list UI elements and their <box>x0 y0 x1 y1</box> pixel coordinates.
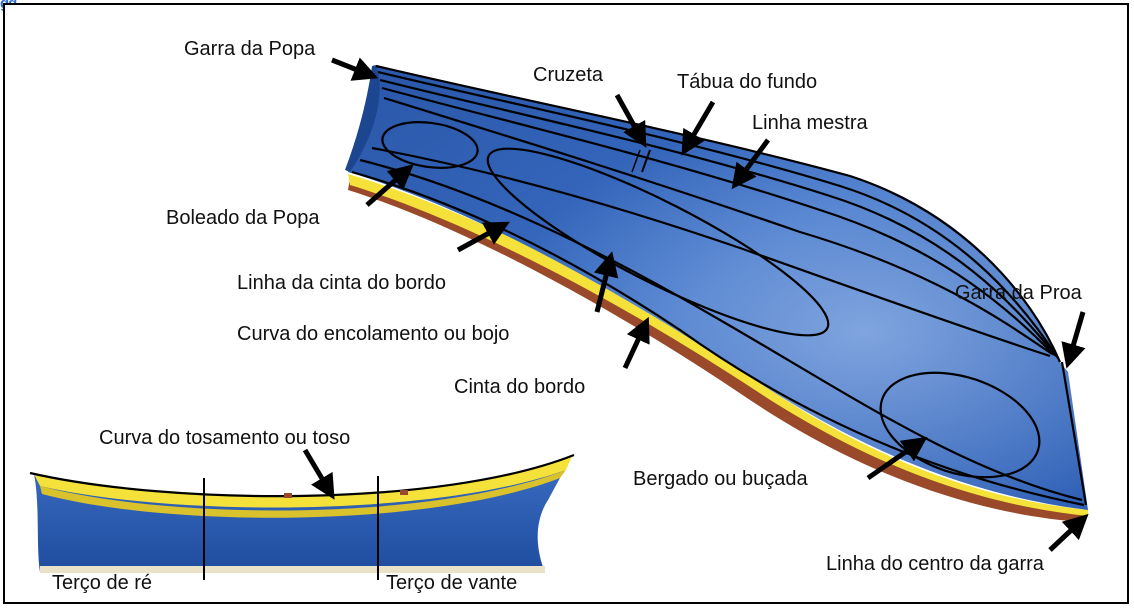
bergado-ellipse <box>879 371 1041 479</box>
arrow-linha-mestra <box>731 138 771 190</box>
label-cinta-bordo: Cinta do bordo <box>454 376 585 398</box>
label-curva-tosamento: Curva do tosamento ou toso <box>99 427 350 449</box>
label-cruzeta: Cruzeta <box>533 64 604 86</box>
arrow-cruzeta <box>614 93 647 148</box>
label-bergado: Bergado ou buçada <box>633 468 808 490</box>
labels: Garra da Popa Cruzeta Tábua do fundo Lin… <box>52 38 1083 594</box>
arrow-boleado-popa <box>365 164 414 207</box>
label-terco-vante: Terço de vante <box>386 572 517 594</box>
label-boleado-popa: Boleado da Popa <box>166 207 320 229</box>
pointer-arrows <box>302 57 1089 552</box>
label-garra-popa: Garra da Popa <box>184 38 316 60</box>
label-terco-re: Terço de ré <box>52 572 152 594</box>
label-linha-mestra: Linha mestra <box>752 112 868 134</box>
arrow-tosamento <box>302 448 335 500</box>
sheer-strake-yellow <box>348 174 1088 516</box>
arrow-encolamento <box>593 251 619 313</box>
arrow-bergado <box>866 436 928 481</box>
arrow-cinta-bordo <box>622 316 650 370</box>
keel-red-edge <box>348 178 1088 522</box>
label-curva-encolamento: Curva do encolamento ou bojo <box>237 323 509 345</box>
label-tabua-fundo: Tábua do fundo <box>677 71 817 93</box>
label-garra-proa: Garra da Proa <box>955 282 1083 304</box>
label-linha-cinta-bordo: Linha da cinta do bordo <box>237 272 446 294</box>
arrow-tabua-fundo <box>681 100 716 156</box>
arrow-garra-proa <box>1061 311 1086 369</box>
label-linha-centro-garra: Linha do centro da garra <box>826 553 1045 575</box>
arrow-garra-popa <box>331 57 379 81</box>
plank-lines <box>351 64 1088 507</box>
main-hull <box>345 64 1088 522</box>
arrow-linha-cinta <box>456 221 510 253</box>
encolamento-ellipse <box>486 147 830 337</box>
side-hull <box>29 453 575 580</box>
arrow-linha-centro <box>1048 513 1089 552</box>
boleado-popa-ellipse <box>381 121 479 169</box>
